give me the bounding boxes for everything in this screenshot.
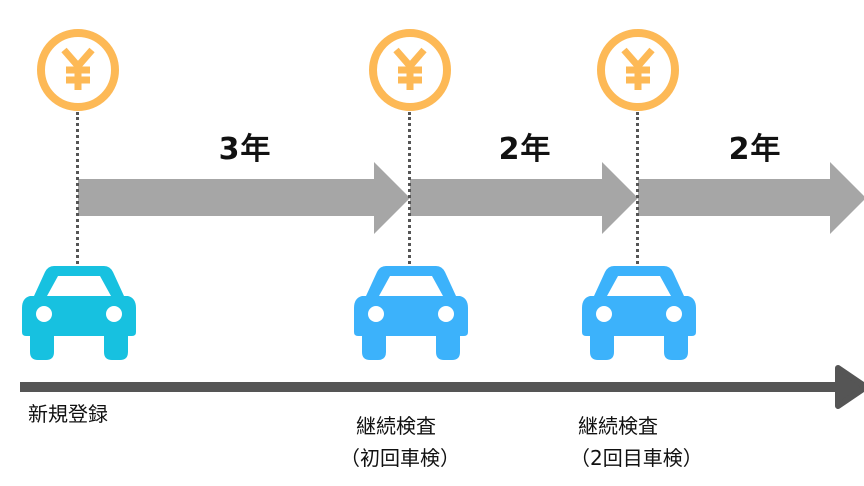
stage-title: 新規登録 [28,402,108,426]
yen-coin-ring [369,29,451,111]
yen-glyph [393,47,427,90]
period-arrow-1 [78,162,410,234]
stage-title: 継続検査 [578,414,658,438]
stage-subtitle: （初回車検） [340,446,460,470]
car-windshield [379,276,443,296]
period-arrow-3 [638,162,864,234]
yen-coin-ring [597,29,679,111]
stage-subtitle: （2回目車検） [570,446,703,470]
car-body [22,266,136,360]
car-headlight [368,306,384,322]
car-front-icon [354,266,468,360]
car-front-icon [582,266,696,360]
car-body [582,266,696,360]
car-windshield [607,276,671,296]
car-headlight [36,306,52,322]
stage-title: 継続検査 [356,414,436,438]
timeline-arrowhead-tip [835,365,864,409]
yen-glyph [61,47,95,90]
car-headlight [666,306,682,322]
yen-coin-icon [597,29,679,111]
period-label-1: 3年 [218,132,272,167]
period-label-2: 2年 [498,132,552,167]
car-windshield [47,276,111,296]
period-arrow-2 [410,162,638,234]
stage-label-new-registration: 新規登録 [28,398,108,430]
car-headlight [438,306,454,322]
car-headlight [106,306,122,322]
yen-coin-icon [369,29,451,111]
yen-coin-ring [37,29,119,111]
car-headlight [596,306,612,322]
connector-line-1 [76,112,79,264]
connector-line-2 [408,112,411,264]
connector-line-3 [636,112,639,264]
timeline-bar [20,382,840,392]
stage-label-first-inspection: 継続検査 （初回車検） [340,410,460,474]
stage-label-second-inspection: 継続検査 （2回目車検） [570,410,703,474]
yen-coin-icon [37,29,119,111]
car-body [354,266,468,360]
period-label-3: 2年 [728,132,782,167]
car-front-icon [22,266,136,360]
yen-glyph [621,47,655,90]
